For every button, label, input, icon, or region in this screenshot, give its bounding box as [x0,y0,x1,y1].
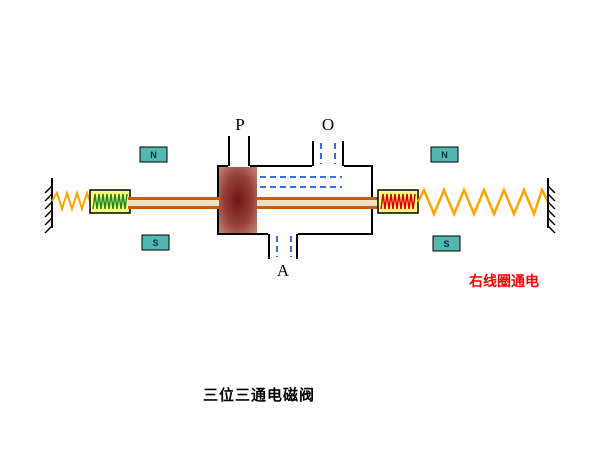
right-coil [380,193,416,210]
port-p-pipe [228,136,250,166]
magnet-boxes [139,146,461,252]
right-wall-anchor [547,178,556,234]
port-a-label: A [276,261,290,280]
magnet-left-s-label: S [152,237,159,248]
magnet-right-n-box [430,146,459,163]
valve-body-outline [217,165,373,235]
left-return-spring [51,189,91,213]
left-wall-anchor [44,178,53,234]
valve-spool [219,167,257,233]
energized-coil-annotation: 右线圈通电 [469,273,539,289]
left-spring-housing [89,189,131,214]
magnet-right-s-label: S [443,238,450,249]
port-a-pipe [268,234,298,259]
magnet-right-s-box [432,235,461,252]
flow-path-dashes [260,143,342,257]
magnet-left-s-box [141,234,170,251]
right-return-spring [416,186,550,218]
magnet-left-n-box [139,146,168,163]
left-coil [92,193,128,210]
port-o-label: O [321,115,335,134]
port-o-pipe [312,141,344,166]
magnet-left-n-label: N [150,149,157,160]
right-spring-housing [377,189,419,214]
port-p-label: P [235,115,245,134]
magnet-right-n-label: N [441,149,448,160]
diagram-caption: 三位三通电磁阀 [203,387,316,404]
